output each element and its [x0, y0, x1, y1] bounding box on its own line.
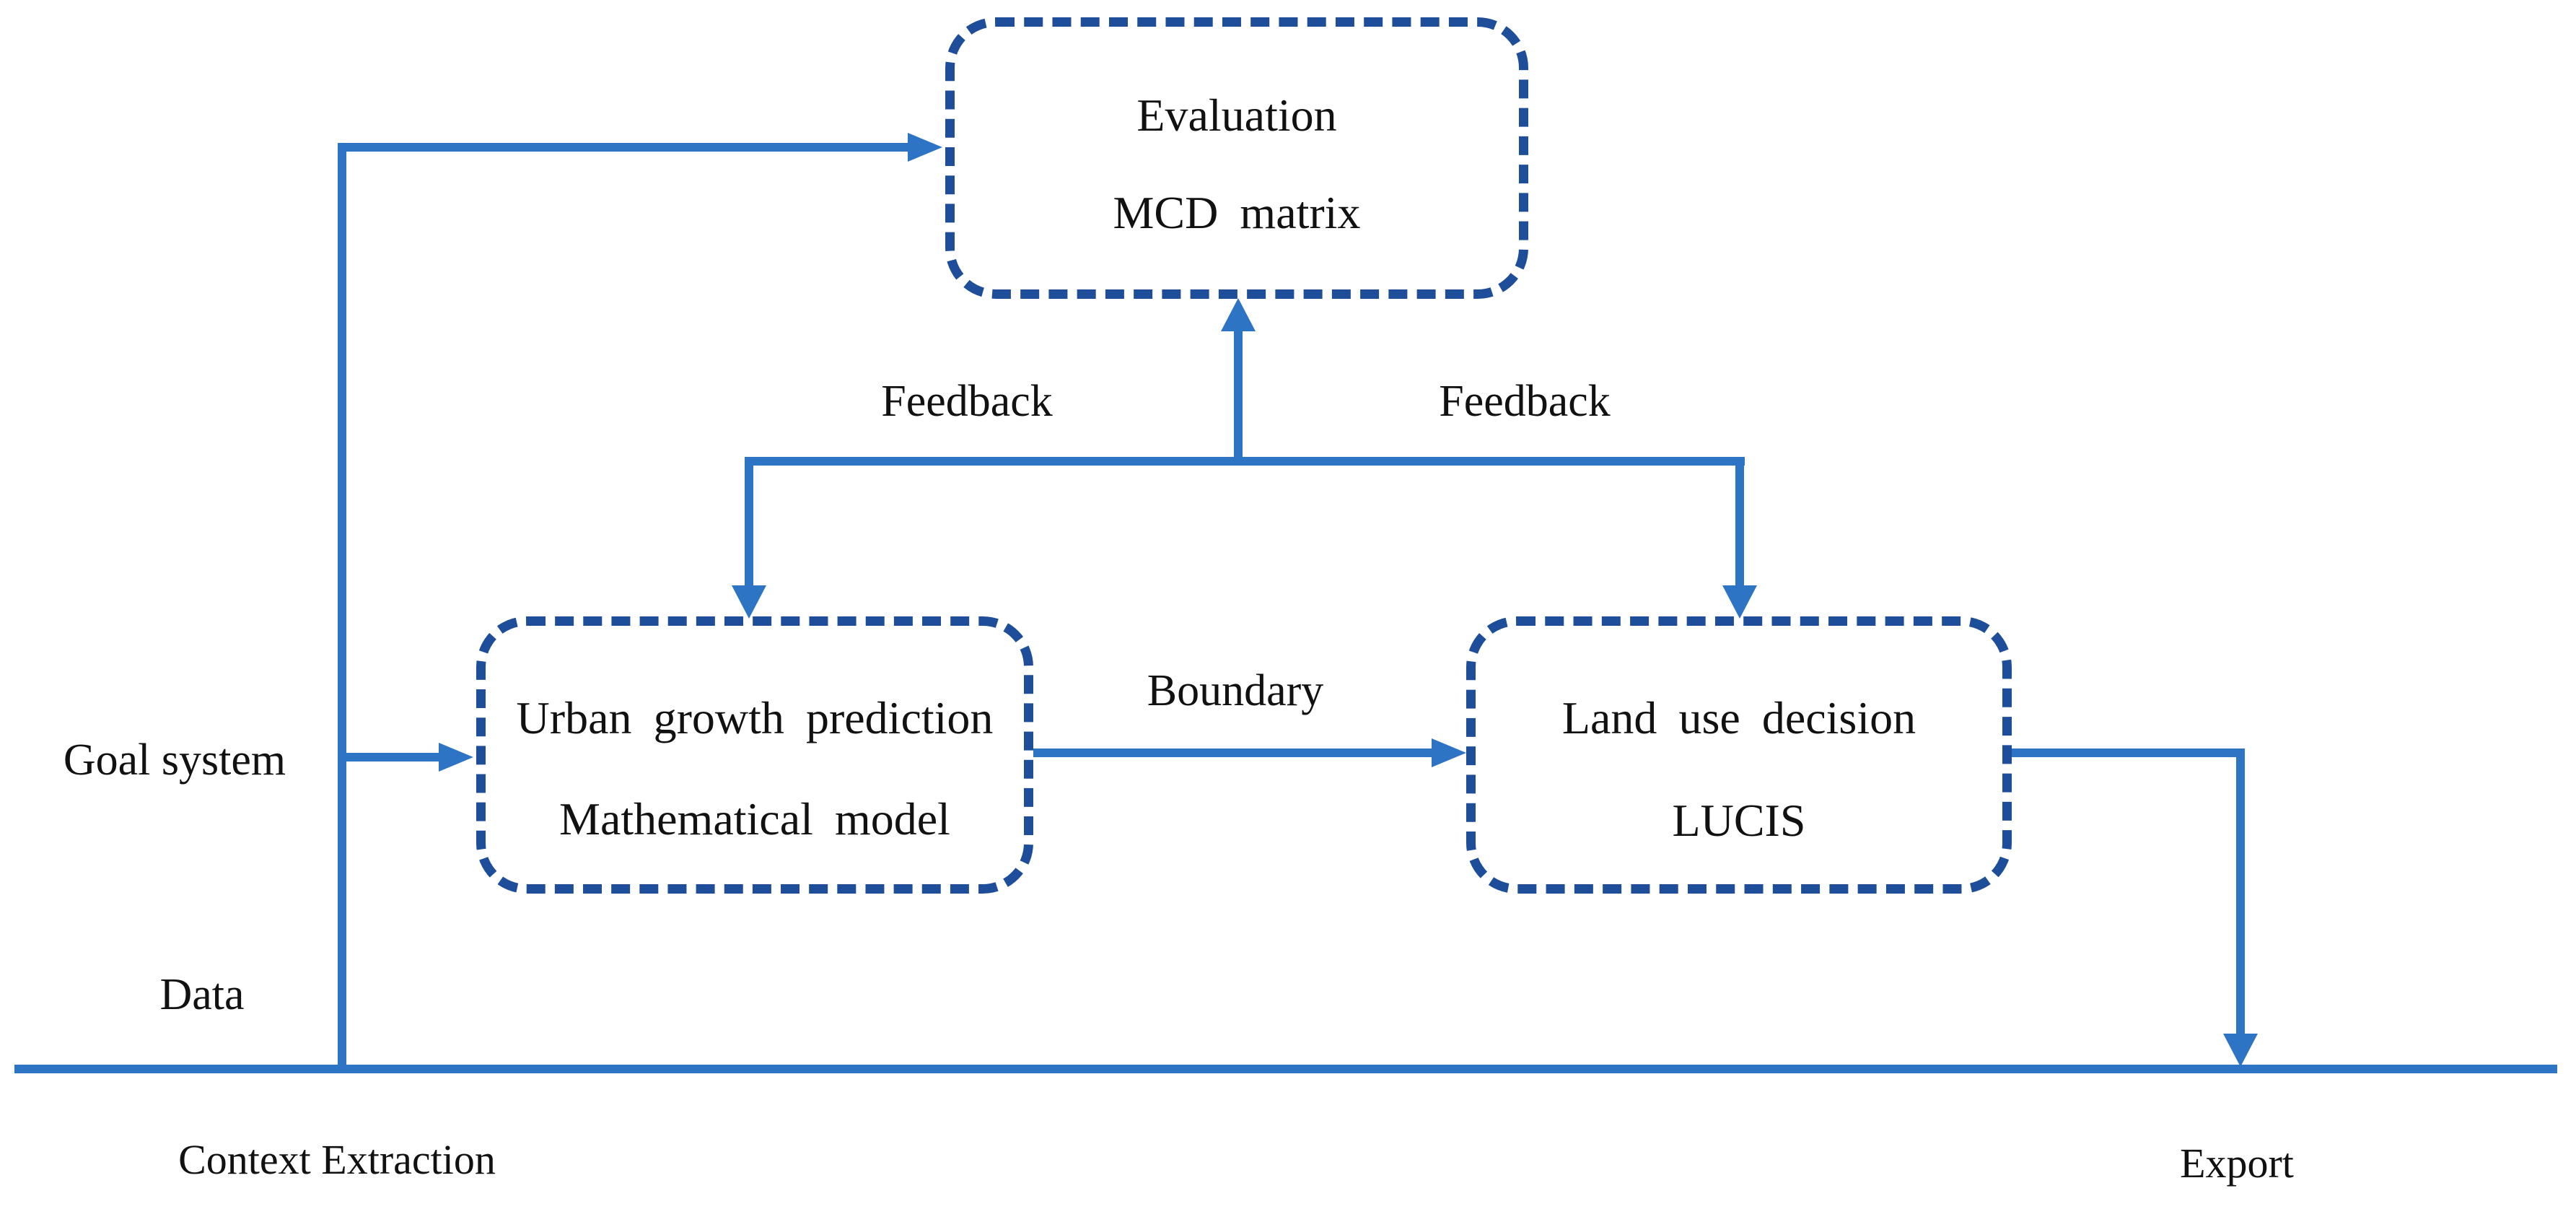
boundary-arrow-line	[1033, 749, 1434, 757]
to-evaluation-line	[338, 143, 912, 152]
evaluation-box-subtitle: MCD matrix	[1113, 187, 1361, 238]
urban-growth-box-title: Urban growth prediction	[516, 692, 994, 743]
feedback-left-label: Feedback	[881, 377, 1053, 426]
land-use-box-subtitle: LUCIS	[1672, 795, 1806, 846]
land-use-box: Land use decision LUCIS	[1466, 616, 2012, 894]
goal-system-arrowhead-icon	[439, 743, 473, 772]
to-evaluation-arrowhead-icon	[908, 133, 942, 162]
goal-system-label: Goal system	[63, 736, 286, 785]
urban-growth-box: Urban growth prediction Mathematical mod…	[476, 616, 1033, 894]
boundary-label: Boundary	[1147, 666, 1324, 715]
export-label: Export	[2180, 1140, 2294, 1187]
feedback-left-arrowhead-icon	[732, 585, 766, 619]
export-arrowhead-icon	[2223, 1034, 2258, 1067]
feedback-right-down-line	[1735, 457, 1744, 588]
feedback-up-arrowhead-icon	[1221, 298, 1256, 331]
data-label: Data	[159, 970, 245, 1019]
urban-growth-box-subtitle: Mathematical model	[559, 793, 950, 845]
feedback-up-line	[1234, 325, 1243, 466]
baseline-line	[14, 1065, 2557, 1073]
feedback-horizontal-line	[745, 457, 1745, 466]
export-vertical-line	[2236, 749, 2245, 1037]
evaluation-box: Evaluation MCD matrix	[945, 17, 1528, 299]
context-extraction-label: Context Extraction	[178, 1136, 496, 1183]
feedback-right-label: Feedback	[1439, 377, 1611, 426]
evaluation-box-title: Evaluation	[1136, 90, 1337, 141]
feedback-left-down-line	[745, 457, 753, 588]
goal-system-arrow-line	[342, 753, 443, 761]
export-horizontal-line	[2010, 749, 2245, 757]
boundary-arrowhead-icon	[1432, 738, 1466, 767]
feedback-right-arrowhead-icon	[1722, 585, 1757, 619]
land-use-box-title: Land use decision	[1561, 692, 1916, 743]
goal-data-vertical-line	[338, 143, 346, 1069]
